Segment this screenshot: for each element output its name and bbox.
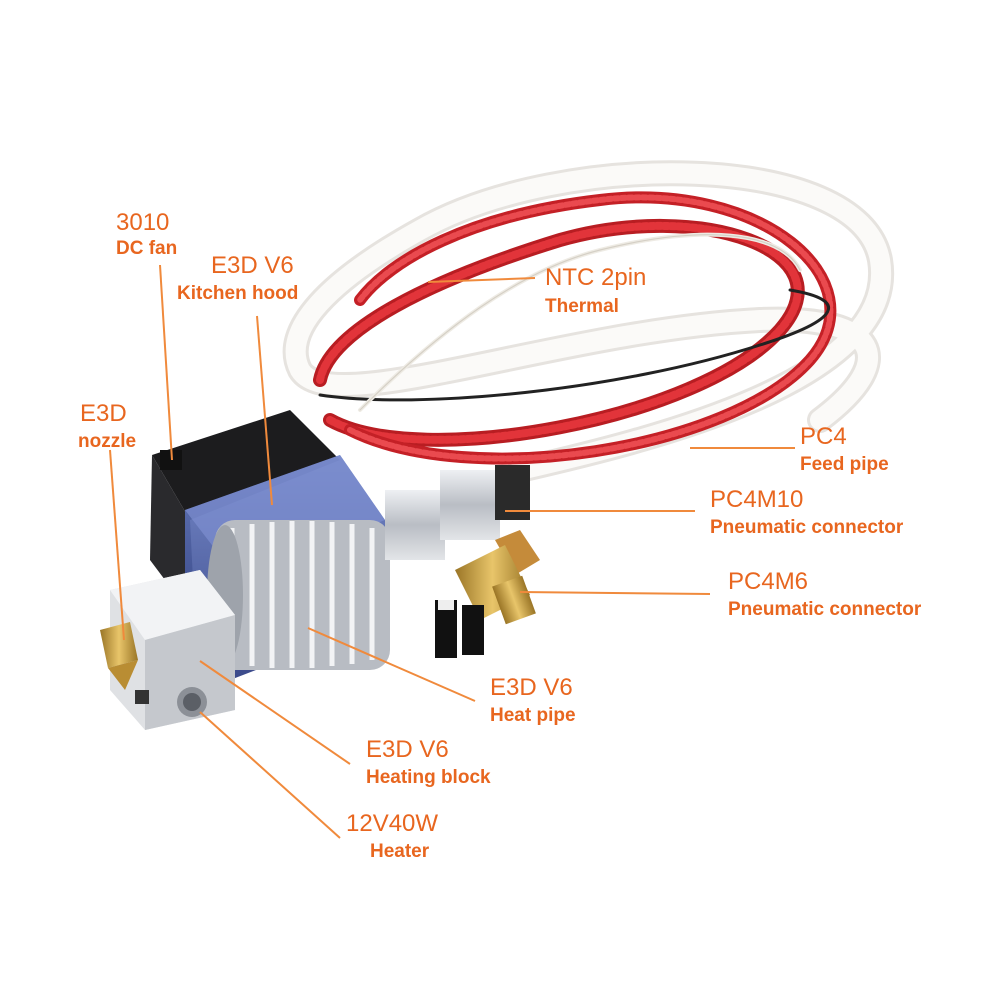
label-pc4-subtitle: Feed pipe [800,454,889,475]
label-pc4m10: PC4M10 Pneumatic connector [710,486,904,538]
label-heatpipe: E3D V6 Heat pipe [490,674,576,726]
label-pc4m6-title: PC4M6 [728,568,809,595]
cable-bundle [282,160,895,483]
label-nozzle: E3D nozzle [78,400,137,452]
label-heater: 12V40W Heater [346,810,439,862]
label-heatingblock-subtitle: Heating block [366,767,491,788]
label-pc4: PC4 Feed pipe [800,423,889,475]
label-pc4m10-title: PC4M10 [710,486,804,513]
label-heatingblock: E3D V6 Heating block [366,736,491,788]
label-ntc-subtitle: Thermal [545,296,619,317]
label-ntc: NTC 2pin Thermal [545,264,647,317]
fan-connector [435,600,484,658]
label-heater-subtitle: Heater [370,841,430,862]
label-ntc-title: NTC 2pin [545,264,647,291]
label-pc4m10-subtitle: Pneumatic connector [710,517,904,538]
label-pc4-title: PC4 [800,423,847,450]
label-pc4m6-subtitle: Pneumatic connector [728,599,922,620]
label-pc4m6: PC4M6 Pneumatic connector [728,568,922,620]
label-heatpipe-title: E3D V6 [490,674,573,701]
label-hood-title: E3D V6 [211,252,294,279]
label-hood-subtitle: Kitchen hood [177,283,299,304]
label-fan-subtitle: DC fan [116,238,178,259]
heating-block [110,570,235,730]
label-hood: E3D V6 Kitchen hood [177,252,298,304]
leader-lines [109,264,795,839]
label-heatpipe-subtitle: Heat pipe [490,705,576,726]
label-fan-title: 3010 [116,209,170,236]
label-fan: 3010 DC fan [116,209,178,259]
fan-wire [318,288,830,402]
label-heatingblock-title: E3D V6 [366,736,449,763]
label-heater-title: 12V40W [346,810,439,837]
label-nozzle-subtitle: nozzle [78,431,137,452]
label-nozzle-title: E3D [80,400,127,427]
nozzle [100,622,138,690]
pc4m6-fitting [455,545,536,625]
collet-assembly [385,465,540,575]
